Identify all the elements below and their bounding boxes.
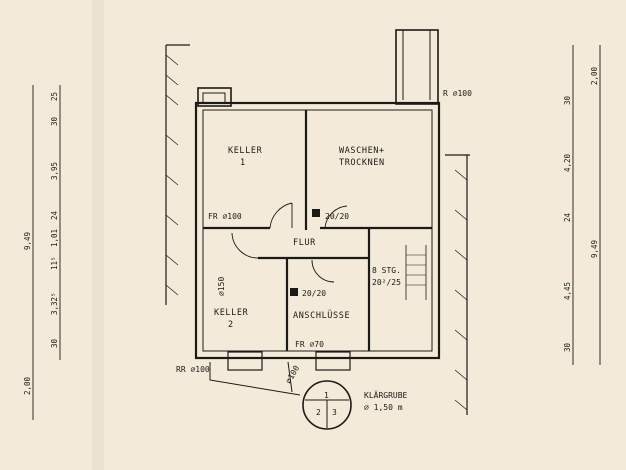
klargrube-c2: 2 xyxy=(316,408,321,417)
trocknen-label: TROCKNEN xyxy=(339,158,385,168)
dim-right-d1: 2,00 xyxy=(590,66,599,85)
stair-size: 20²/25 xyxy=(372,278,401,287)
klargrube-c3: 3 xyxy=(332,408,337,417)
dimension-lines xyxy=(32,45,601,420)
keller1-number: 1 xyxy=(240,158,246,168)
dim-left-d2: 30 xyxy=(50,116,59,126)
dim-left-total: 9,49 xyxy=(23,232,32,250)
dim-right-d3: 4,20 xyxy=(563,153,572,172)
vent-1-size: 20/20 xyxy=(325,212,349,221)
dim-left-d4: 24 xyxy=(50,210,59,220)
vent-square-1 xyxy=(312,209,320,217)
klargrube-c1: 1 xyxy=(324,391,329,400)
anschluesse-label: ANSCHLÜSSE xyxy=(293,310,350,321)
pipe-d100: ⌀100 xyxy=(284,364,302,385)
waschen-label: WASCHEN+ xyxy=(339,146,385,156)
keller2-label: KELLER xyxy=(214,308,249,318)
dim-left-d5: 1,01 xyxy=(50,229,59,247)
dim-left-d1: 25 xyxy=(50,92,59,101)
dim-right-total: 9,49 xyxy=(590,240,599,258)
pipe-r100: R ⌀100 xyxy=(443,89,472,98)
dim-left-d6: 11⁵ xyxy=(50,256,59,270)
dim-right-d6: 30 xyxy=(563,342,572,352)
dim-left-d3: 3,95 xyxy=(50,162,59,180)
paper-fold xyxy=(92,0,104,470)
dim-left-d7: 3,32⁵ xyxy=(50,292,59,315)
keller1-label: KELLER xyxy=(228,146,263,156)
klargrube-title: KLÄRGRUBE xyxy=(364,390,408,400)
stair-count: 8 STG. xyxy=(372,266,401,275)
vent-2-size: 20/20 xyxy=(302,289,326,298)
pipe-150: ⌀150 xyxy=(217,277,226,296)
dim-right-d4: 24 xyxy=(563,212,572,222)
wall-lines xyxy=(165,29,470,430)
pipe-fr100: FR ⌀100 xyxy=(208,212,242,221)
hatching xyxy=(165,54,468,411)
dim-right-d5: 4,45 xyxy=(563,282,572,300)
dim-left-d8: 30 xyxy=(50,338,59,348)
dim-left-d9: 2,00 xyxy=(23,376,32,395)
pipe-rr100: RR ⌀100 xyxy=(176,365,210,374)
pipe-fr70: FR ⌀70 xyxy=(295,340,324,349)
flur-label: FLUR xyxy=(293,238,316,248)
klargrube-size: ⌀ 1,50 m xyxy=(364,403,403,412)
keller2-number: 2 xyxy=(228,320,234,330)
dim-right-d2: 30 xyxy=(563,95,572,105)
vent-square-2 xyxy=(290,288,298,296)
